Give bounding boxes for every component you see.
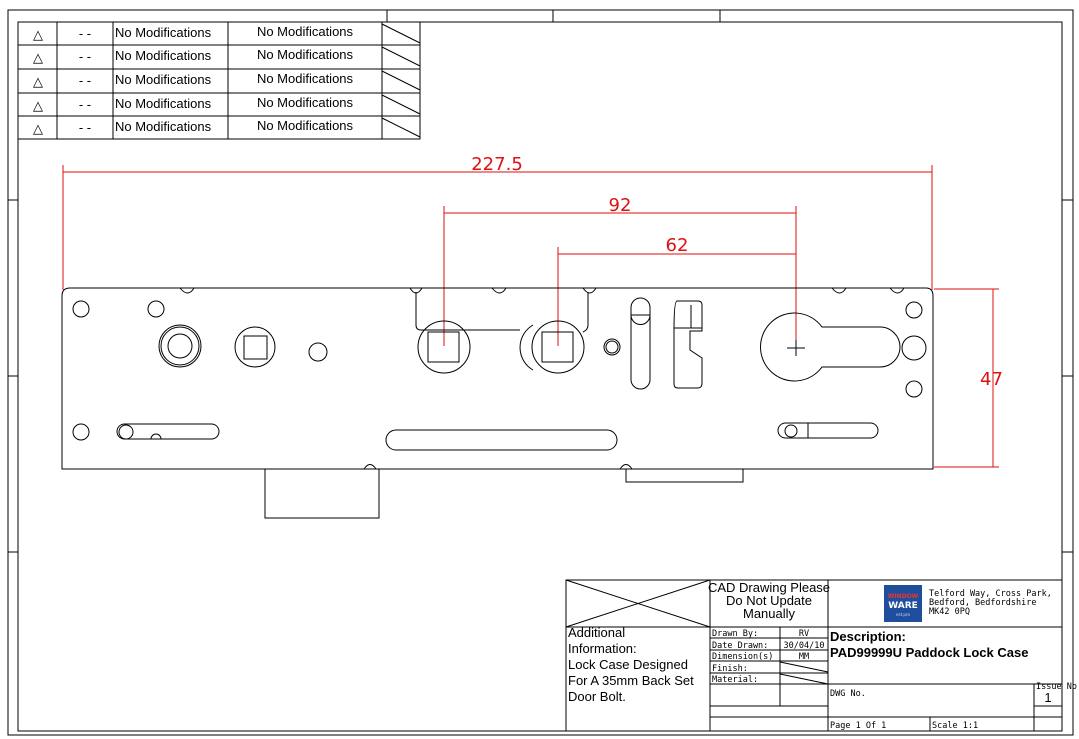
dimension-spacing-b: 62 xyxy=(666,235,689,256)
revision-number: - - xyxy=(79,97,91,112)
dimension-spacing-a: 92 xyxy=(609,195,632,216)
title-block xyxy=(565,579,1063,732)
revision-row: △ - - No Modifications No Modifications xyxy=(33,46,421,67)
company-logo: WINDOW WARE est.pro xyxy=(884,585,922,622)
revision-mark-icon: △ xyxy=(33,50,43,65)
field-value: 30/04/10 xyxy=(784,641,825,651)
company-address: MK42 0PQ xyxy=(929,607,970,617)
company-address: Telford Way, Cross Park, xyxy=(929,589,1052,599)
revision-row: △ - - No Modifications No Modifications xyxy=(33,70,421,91)
svg-text:WINDOW: WINDOW xyxy=(888,593,919,600)
dimension-overall-length: 227.5 xyxy=(471,154,523,175)
cad-notice: Do Not Update xyxy=(726,593,812,608)
dwg-number-label: DWG No. xyxy=(830,689,866,699)
additional-info: For A 35mm Back Set xyxy=(568,673,694,688)
svg-text:est.pro: est.pro xyxy=(896,612,910,617)
revision-description: No Modifications xyxy=(115,48,212,63)
field-label: Material: xyxy=(712,675,758,685)
drawing-frame xyxy=(7,9,1074,736)
revision-description: No Modifications xyxy=(115,96,212,111)
revision-description: No Modifications xyxy=(115,72,212,87)
revision-number: - - xyxy=(79,26,91,41)
field-value: RV xyxy=(799,629,809,639)
dimension-lines: 227.5 92 62 47 xyxy=(62,154,1003,468)
revision-mark-icon: △ xyxy=(33,74,43,89)
revision-note: No Modifications xyxy=(257,24,354,39)
revision-row: △ - - No Modifications No Modifications xyxy=(33,94,421,115)
page-number: Page 1 Of 1 xyxy=(830,721,886,731)
field-label: Dimension(s) xyxy=(712,652,773,662)
additional-info: Door Bolt. xyxy=(568,689,626,704)
additional-info: Lock Case Designed xyxy=(568,657,688,672)
revision-description: No Modifications xyxy=(115,119,212,134)
lock-case-plate xyxy=(61,287,934,519)
revision-number: - - xyxy=(79,120,91,135)
drawing-scale: Scale 1:1 xyxy=(932,721,978,731)
revision-note: No Modifications xyxy=(257,95,354,110)
revision-note: No Modifications xyxy=(257,47,354,62)
revision-table: △ - - No Modifications No Modifications △ - -… xyxy=(17,21,421,140)
issue-label: Issue No. xyxy=(1036,682,1079,692)
revision-mark-icon: △ xyxy=(33,121,43,136)
cad-notice: CAD Drawing Please xyxy=(708,580,830,595)
revision-note: No Modifications xyxy=(257,71,354,86)
field-label: Finish: xyxy=(712,664,748,674)
company-address: Bedford, Bedfordshire xyxy=(929,598,1036,608)
revision-number: - - xyxy=(79,49,91,64)
revision-row: △ - - No Modifications No Modifications xyxy=(33,23,421,44)
revision-number: - - xyxy=(79,73,91,88)
revision-mark-icon: △ xyxy=(33,27,43,42)
field-label: Drawn By: xyxy=(712,629,758,639)
additional-info: Information: xyxy=(568,641,637,656)
field-label: Date Drawn: xyxy=(712,641,768,651)
svg-text:WARE: WARE xyxy=(888,601,918,611)
revision-description: No Modifications xyxy=(115,25,212,40)
description-label: Description: xyxy=(830,629,906,644)
revision-row: △ - - No Modifications No Modifications xyxy=(33,117,421,138)
cad-notice: Manually xyxy=(743,606,796,621)
revision-note: No Modifications xyxy=(257,118,354,133)
field-value: MM xyxy=(799,652,809,662)
additional-info: Additional xyxy=(568,625,625,640)
dimension-height: 47 xyxy=(980,369,1003,390)
revision-mark-icon: △ xyxy=(33,98,43,113)
drawing-description: PAD99999U Paddock Lock Case xyxy=(830,645,1028,660)
issue-number: 1 xyxy=(1044,690,1051,705)
